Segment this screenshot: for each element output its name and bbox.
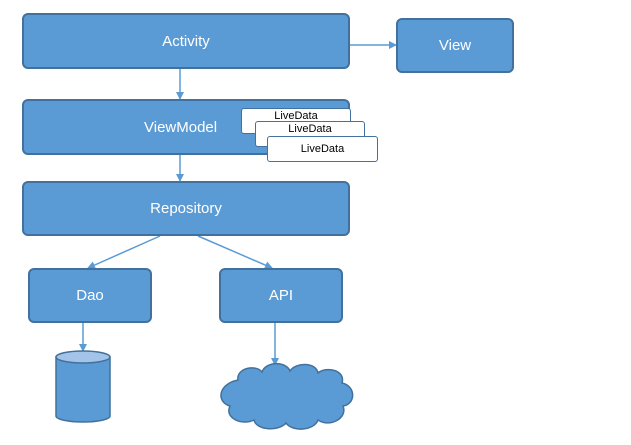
livedata-box: LiveData: [267, 136, 378, 162]
livedata-label: LiveData: [300, 143, 345, 155]
activity-box: Activity: [22, 13, 350, 69]
repository-box: Repository: [22, 181, 350, 236]
database-cylinder-icon: [55, 350, 111, 423]
api-box: API: [219, 268, 343, 323]
arrow-repository-to-dao: [87, 235, 161, 269]
api-label: API: [268, 287, 294, 304]
livedata-label: LiveData: [288, 123, 332, 135]
activity-label: Activity: [162, 32, 210, 50]
dao-box: Dao: [28, 268, 152, 323]
arrow-repository-to-api: [197, 235, 273, 269]
dao-label: Dao: [76, 287, 104, 304]
view-box: View: [396, 18, 514, 73]
repository-label: Repository: [150, 200, 222, 217]
cloud-icon: [220, 362, 354, 430]
viewmodel-label: ViewModel: [144, 118, 218, 136]
livedata-label: LiveData: [274, 110, 318, 122]
view-label: View: [438, 37, 472, 54]
